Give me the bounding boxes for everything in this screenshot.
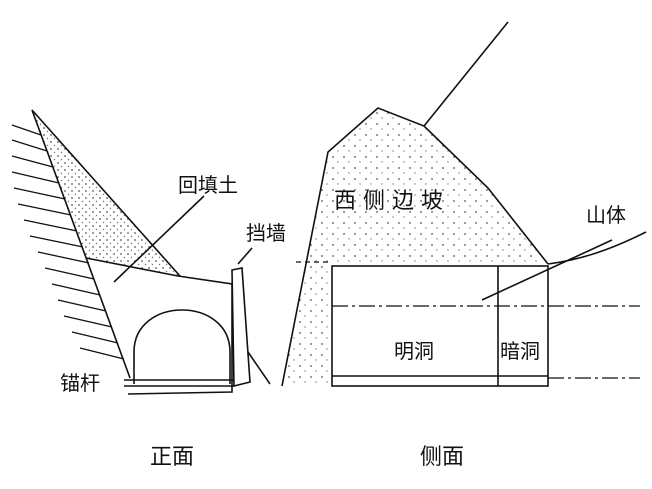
mountain-body-curve: [547, 231, 647, 265]
anchor-bolt-hatching: [11, 124, 125, 360]
retaining-wall-toe: [247, 351, 271, 385]
front-view-caption: 正面: [150, 445, 194, 470]
concealed-tunnel-label: 暗洞: [500, 339, 540, 363]
mountain-leader-line: [481, 239, 613, 301]
mountain-label: 山体: [586, 203, 626, 227]
open-cut-tunnel-label: 明洞: [394, 339, 434, 363]
front-view: [11, 109, 271, 395]
retaining-wall: [231, 267, 251, 388]
backfill-label: 回填土: [178, 173, 238, 197]
west-slope-outline: [281, 107, 549, 387]
open-cut-tunnel-box: [331, 265, 549, 387]
backfill-leader-line: [113, 195, 205, 283]
retaining-wall-leader-line: [237, 247, 253, 265]
west-slope-region: [282, 108, 548, 386]
hillside-slope-line: [31, 109, 131, 379]
tunnel-arch: [133, 309, 231, 384]
side-view-caption: 侧面: [420, 445, 464, 470]
anchor-bolt-label: 锚杆: [60, 371, 100, 395]
mountain-ridge-line: [423, 21, 509, 127]
west-slope-label: 西 侧 边 坡: [334, 189, 443, 214]
slope-top-edge: [31, 109, 181, 277]
side-view: [281, 21, 647, 387]
retaining-wall-label: 挡墙: [246, 221, 286, 245]
